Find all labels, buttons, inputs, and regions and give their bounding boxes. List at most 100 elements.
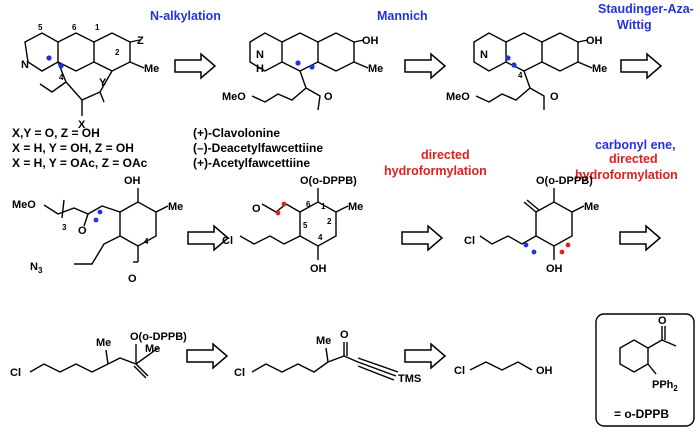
structure-azido-ketone (43, 188, 169, 265)
atom-cl: Cl (10, 367, 21, 379)
retro-arrow-2 (404, 53, 446, 79)
target-list: X,Y = O, Z = OH (+)-Clavolonine X = H, Y… (12, 126, 323, 170)
atom-o-dppb: O(o-DPPB) (536, 175, 593, 187)
atom-o: O (658, 315, 667, 327)
atom-n: N (480, 49, 488, 61)
retro-arrow-3 (620, 53, 662, 79)
structure-allylic-alcohol (29, 344, 159, 379)
structure-aldehyde (239, 188, 349, 260)
atom-me: Me (96, 337, 111, 349)
disconnection-dot (58, 63, 64, 69)
atom-me: Me (368, 63, 383, 75)
atom-number: 2 (115, 48, 120, 57)
o-dppb-legend-box (595, 313, 695, 427)
atom-number: 5 (38, 23, 43, 32)
target-3-substituents: X = H, Y = OAc, Z = OAc (12, 156, 148, 170)
step-label-hydroformylation-2: hydroformylation (575, 168, 678, 182)
retro-arrow-1 (174, 53, 216, 79)
target-2-substituents: X = H, Y = OH, Z = OH (12, 141, 134, 155)
target-1-substituents: X,Y = O, Z = OH (12, 126, 100, 140)
step-label-staudinger-line2: Wittig (617, 18, 652, 32)
atom-oh: OH (586, 35, 603, 47)
step-label-mannich: Mannich (377, 9, 428, 23)
atom-oh: OH (124, 175, 141, 187)
atom-number: 6 (306, 200, 311, 209)
atom-oh: OH (362, 35, 379, 47)
atom-number: 2 (327, 217, 332, 226)
atom-o: O (78, 225, 87, 237)
o-dppb-definition: = o-DPPB (614, 407, 669, 421)
disconnection-dot-red (565, 242, 571, 248)
structure-chlorobutanol (469, 361, 533, 371)
atom-o-dppb: O(o-DPPB) (130, 331, 187, 343)
atom-number: 4 (318, 233, 323, 242)
atom-o: O (340, 329, 349, 341)
atom-o: O (324, 91, 333, 103)
atom-y: Y (99, 77, 107, 89)
atom-x: X (78, 119, 86, 131)
atom-methoxy: MeO (446, 91, 470, 103)
target-3-name: (+)-Acetylfawcettiine (193, 156, 310, 170)
disconnection-dot (309, 64, 315, 70)
atom-number: 1 (321, 202, 326, 211)
step-label-hydroformylation: hydroformylation (384, 164, 487, 178)
structure-ynone (251, 342, 399, 381)
atom-pph2: PPh2 (652, 379, 678, 393)
atom-o: O (550, 91, 559, 103)
structure-staudinger-precursor (473, 32, 593, 110)
atom-number: 1 (95, 23, 100, 32)
atom-n: N (256, 49, 264, 61)
disconnection-dot (505, 55, 511, 61)
structure-methylene-cyclohexane (479, 188, 585, 260)
atom-me: Me (168, 201, 183, 213)
disconnection-dot (531, 249, 537, 255)
target-1-name: (+)-Clavolonine (193, 126, 280, 140)
atom-me: Me (348, 201, 363, 213)
atom-number: 5 (303, 221, 308, 230)
atom-number: 4 (59, 73, 64, 82)
atom-number: 4 (518, 71, 523, 80)
atom-z: Z (137, 35, 144, 47)
target-2-name: (–)-Deacetylfawcettiine (193, 141, 323, 155)
step-label-n-alkylation: N-alkylation (150, 9, 221, 23)
atom-cl: Cl (222, 235, 233, 247)
atom-me: Me (584, 201, 599, 213)
atom-me: Me (144, 63, 159, 75)
subscript-3: 3 (62, 223, 67, 232)
atom-oh: OH (310, 263, 327, 275)
disconnection-dot (511, 62, 517, 68)
step-label-carbonyl-ene: carbonyl ene, (595, 138, 676, 152)
retro-arrow-8 (404, 343, 446, 369)
structure-target-alkaloid (24, 32, 145, 116)
atom-n: N (21, 59, 29, 71)
atom-methoxy: MeO (222, 91, 246, 103)
retro-arrow-6 (619, 225, 661, 251)
retro-arrow-7 (186, 343, 228, 369)
disconnection-dot-red (559, 249, 565, 255)
atom-cl: Cl (234, 367, 245, 379)
atom-n3: N3 (30, 261, 43, 275)
atom-oh: OH (536, 365, 553, 377)
disconnection-dot-red (281, 201, 287, 207)
atom-cl: Cl (454, 365, 465, 377)
atom-cl: Cl (464, 235, 475, 247)
atom-o: O (128, 273, 137, 285)
atom-methoxy: MeO (12, 199, 36, 211)
disconnection-dot (523, 242, 529, 248)
step-label-directed: directed (421, 148, 470, 162)
retro-arrow-5 (401, 225, 443, 251)
disconnection-dot (97, 209, 103, 215)
atom-me: Me (145, 343, 160, 355)
atom-tms: TMS (398, 373, 421, 385)
atom-number: 4 (144, 237, 149, 246)
disconnection-dot-red (275, 210, 281, 216)
atom-me: Me (316, 335, 331, 347)
o-dppb-structure (619, 326, 677, 375)
disconnection-dot (46, 55, 52, 61)
step-label-staudinger-line1: Staudinger-Aza- (598, 2, 694, 16)
atom-o-dppb: O(o-DPPB) (300, 175, 357, 187)
step-label-directed-2: directed (609, 152, 658, 166)
disconnection-dot (93, 217, 99, 223)
